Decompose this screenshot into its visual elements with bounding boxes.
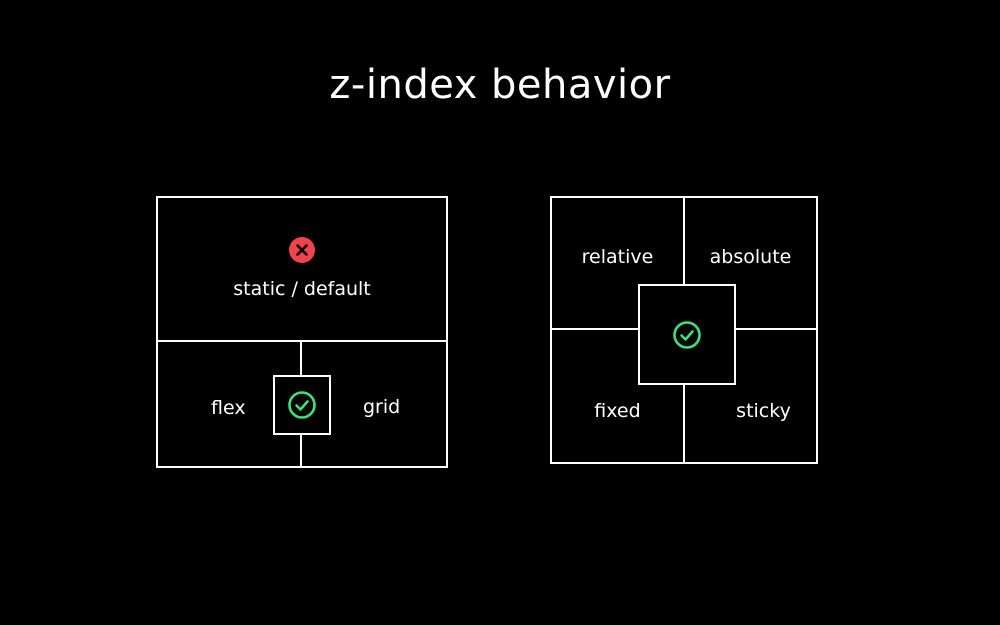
grid-label: grid bbox=[363, 396, 401, 418]
left-center-square bbox=[273, 375, 331, 435]
check-circle-icon bbox=[672, 320, 702, 350]
static-default-label: static / default bbox=[233, 278, 371, 300]
right-center-square bbox=[638, 284, 736, 385]
left-diagram-horizontal-divider bbox=[156, 340, 448, 342]
absolute-label: absolute bbox=[709, 246, 792, 268]
x-circle-icon bbox=[288, 236, 316, 264]
left-diagram-frame bbox=[156, 196, 448, 468]
flex-label: flex bbox=[211, 397, 246, 419]
relative-label: relative bbox=[581, 246, 654, 268]
sticky-label: sticky bbox=[736, 400, 791, 422]
check-circle-icon bbox=[287, 390, 317, 420]
page-title: z-index behavior bbox=[329, 62, 671, 108]
fixed-label: fixed bbox=[594, 400, 641, 422]
